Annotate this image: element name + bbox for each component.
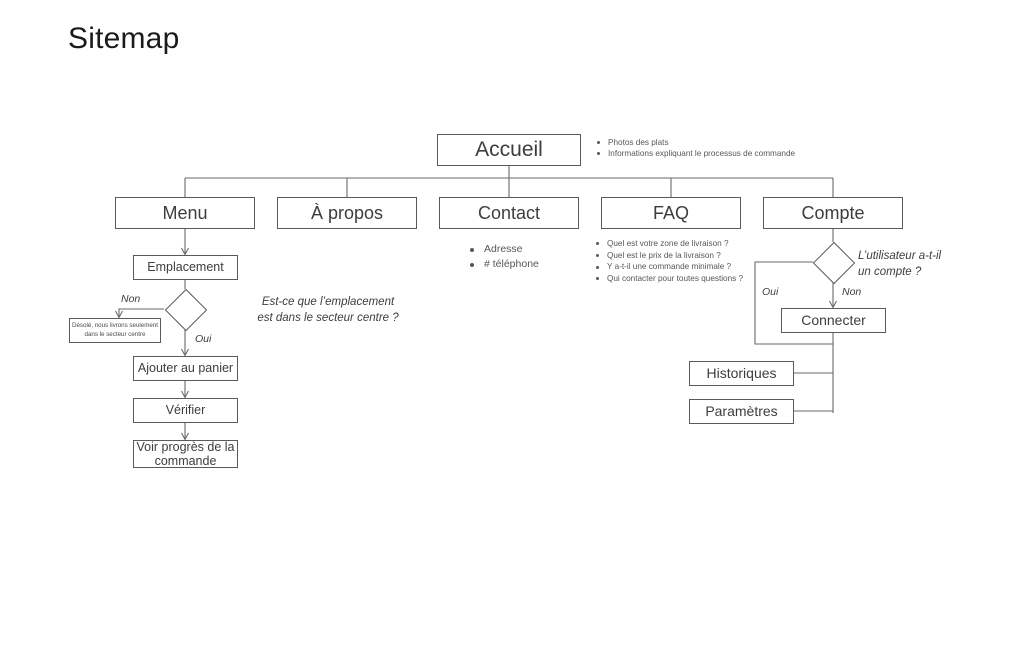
note-emplacement-question: Est-ce que l’emplacement est dans le sec… bbox=[257, 296, 399, 324]
arrow-menu-emplacement bbox=[181, 247, 189, 256]
node-ajouter-au-panier[interactable]: Ajouter au panier bbox=[133, 356, 238, 381]
note-compte-question: L’utilisateur a-t-il un compte ? bbox=[858, 250, 942, 278]
bullet-item: # téléphone bbox=[470, 257, 539, 272]
node-a-propos[interactable]: À propos bbox=[277, 197, 417, 229]
bullet-item: Photos des plats bbox=[597, 137, 795, 148]
arrow-diamond-oui bbox=[181, 348, 189, 357]
node-historiques[interactable]: Historiques bbox=[689, 361, 794, 386]
arrow-compte-non bbox=[829, 300, 837, 309]
edge-label-compte-oui: Oui bbox=[761, 286, 780, 298]
decision-emplacement[interactable] bbox=[164, 288, 208, 332]
node-faq[interactable]: FAQ bbox=[601, 197, 741, 229]
node-verifier[interactable]: Vérifier bbox=[133, 398, 238, 423]
node-connecter[interactable]: Connecter bbox=[781, 308, 886, 333]
bullet-item: Informations expliquant le processus de … bbox=[597, 148, 795, 159]
edge-label-emplacement-non: Non bbox=[120, 293, 142, 305]
node-contact[interactable]: Contact bbox=[439, 197, 579, 229]
bullets-contact: Adresse # téléphone bbox=[470, 242, 539, 272]
decision-compte[interactable] bbox=[812, 241, 856, 285]
node-parametres[interactable]: Paramètres bbox=[689, 399, 794, 424]
node-compte[interactable]: Compte bbox=[763, 197, 903, 229]
edge-label-compte-non: Non bbox=[841, 286, 863, 298]
arrow-panier-verifier bbox=[181, 390, 189, 399]
page-title: Sitemap bbox=[68, 22, 180, 55]
edge-label-emplacement-oui: Oui bbox=[194, 333, 213, 345]
bullet-item: Quel est votre zone de livraison ? bbox=[596, 238, 743, 250]
bullet-item: Adresse bbox=[470, 242, 539, 257]
bullet-item: Qui contacter pour toutes questions ? bbox=[596, 273, 743, 285]
arrow-verifier-progres bbox=[181, 432, 189, 441]
bullets-faq: Quel est votre zone de livraison ? Quel … bbox=[596, 238, 743, 285]
bullet-item: Quel est le prix de la livraison ? bbox=[596, 250, 743, 262]
bullets-accueil: Photos des plats Informations expliquant… bbox=[597, 137, 795, 159]
arrow-diamond-non bbox=[115, 310, 123, 319]
edge-diamond-non bbox=[118, 308, 164, 316]
node-desole-message: Désolé, nous livrons seulement dans le s… bbox=[69, 318, 161, 343]
node-menu[interactable]: Menu bbox=[115, 197, 255, 229]
bullet-item: Y a-t-il une commande minimale ? bbox=[596, 261, 743, 273]
node-accueil[interactable]: Accueil bbox=[437, 134, 581, 166]
node-voir-progres[interactable]: Voir progrès de la commande bbox=[133, 440, 238, 468]
node-emplacement[interactable]: Emplacement bbox=[133, 255, 238, 280]
